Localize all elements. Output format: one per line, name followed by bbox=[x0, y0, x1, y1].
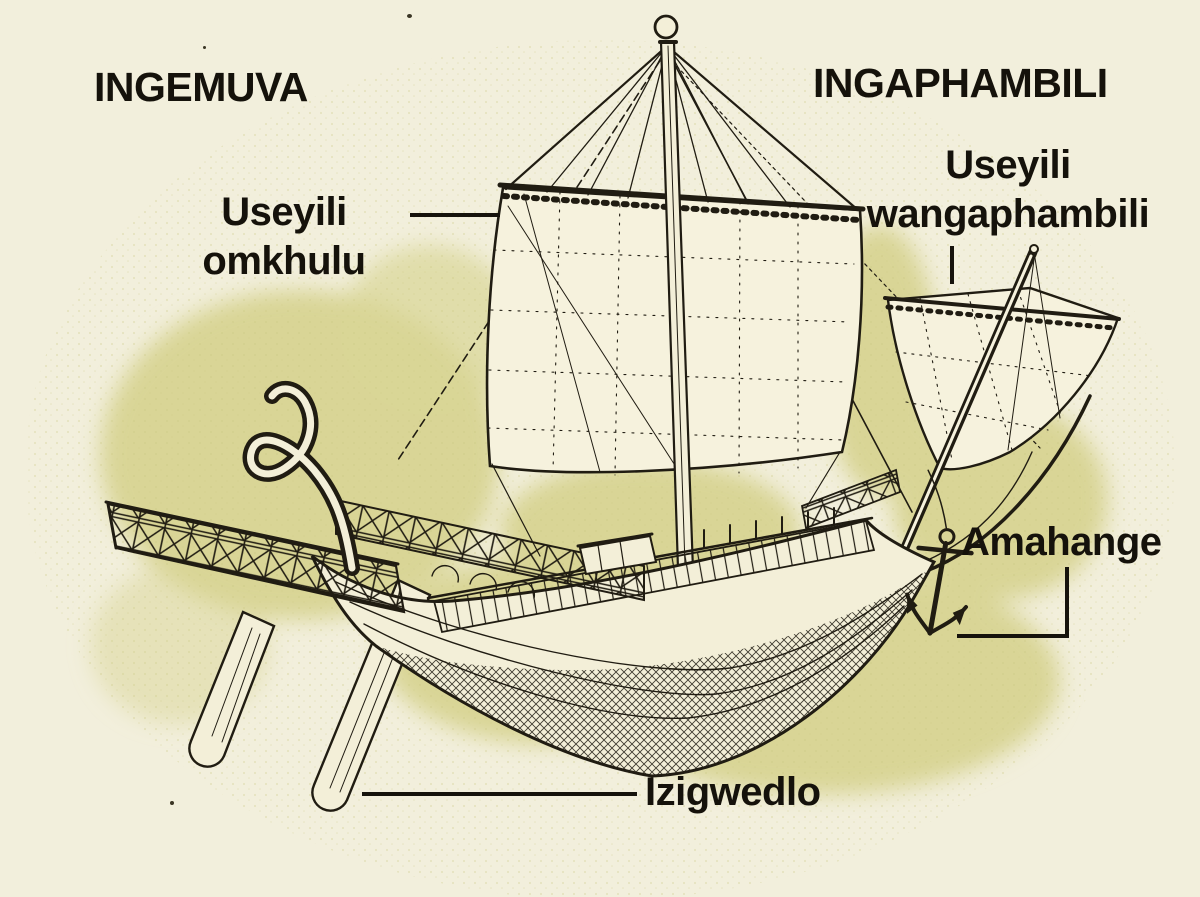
deckhouse bbox=[576, 532, 658, 576]
heading-stern: INGEMUVA bbox=[94, 64, 308, 110]
leader-line-fore-sail bbox=[950, 246, 954, 284]
fore-yard bbox=[883, 296, 1121, 321]
label-main-sail: Useyili omkhulu bbox=[134, 188, 434, 286]
bow-railing bbox=[800, 468, 902, 530]
sail-fringe bbox=[501, 193, 862, 223]
masthead-ball bbox=[653, 14, 679, 40]
label-oars: Izigwedlo bbox=[645, 770, 821, 814]
label-fore-sail-line1: Useyili bbox=[945, 143, 1071, 187]
stem-post bbox=[913, 394, 1092, 574]
label-main-sail-line1: Useyili bbox=[221, 190, 347, 234]
leader-line-anchor-horizontal bbox=[957, 634, 1069, 638]
bow-mast bbox=[892, 244, 1039, 571]
main-yard bbox=[497, 182, 866, 212]
label-anchor: Amahange bbox=[961, 520, 1162, 564]
label-fore-sail: Useyili wangaphambili bbox=[833, 141, 1183, 239]
ink-speck bbox=[170, 801, 174, 805]
heading-bow: INGAPHAMBILI bbox=[813, 60, 1108, 106]
leader-line-oars bbox=[362, 792, 637, 796]
swan-neck-ornament bbox=[242, 380, 360, 576]
ink-speck bbox=[407, 14, 412, 18]
anchor bbox=[905, 469, 974, 636]
fore-sail bbox=[883, 257, 1121, 471]
label-fore-sail-line2: wangaphambili bbox=[866, 192, 1150, 236]
leader-line-main-sail bbox=[410, 213, 500, 217]
label-main-sail-line2: omkhulu bbox=[202, 239, 366, 283]
leader-line-anchor-vertical bbox=[1065, 567, 1069, 638]
ink-speck bbox=[203, 46, 206, 49]
bulwark bbox=[432, 519, 876, 634]
